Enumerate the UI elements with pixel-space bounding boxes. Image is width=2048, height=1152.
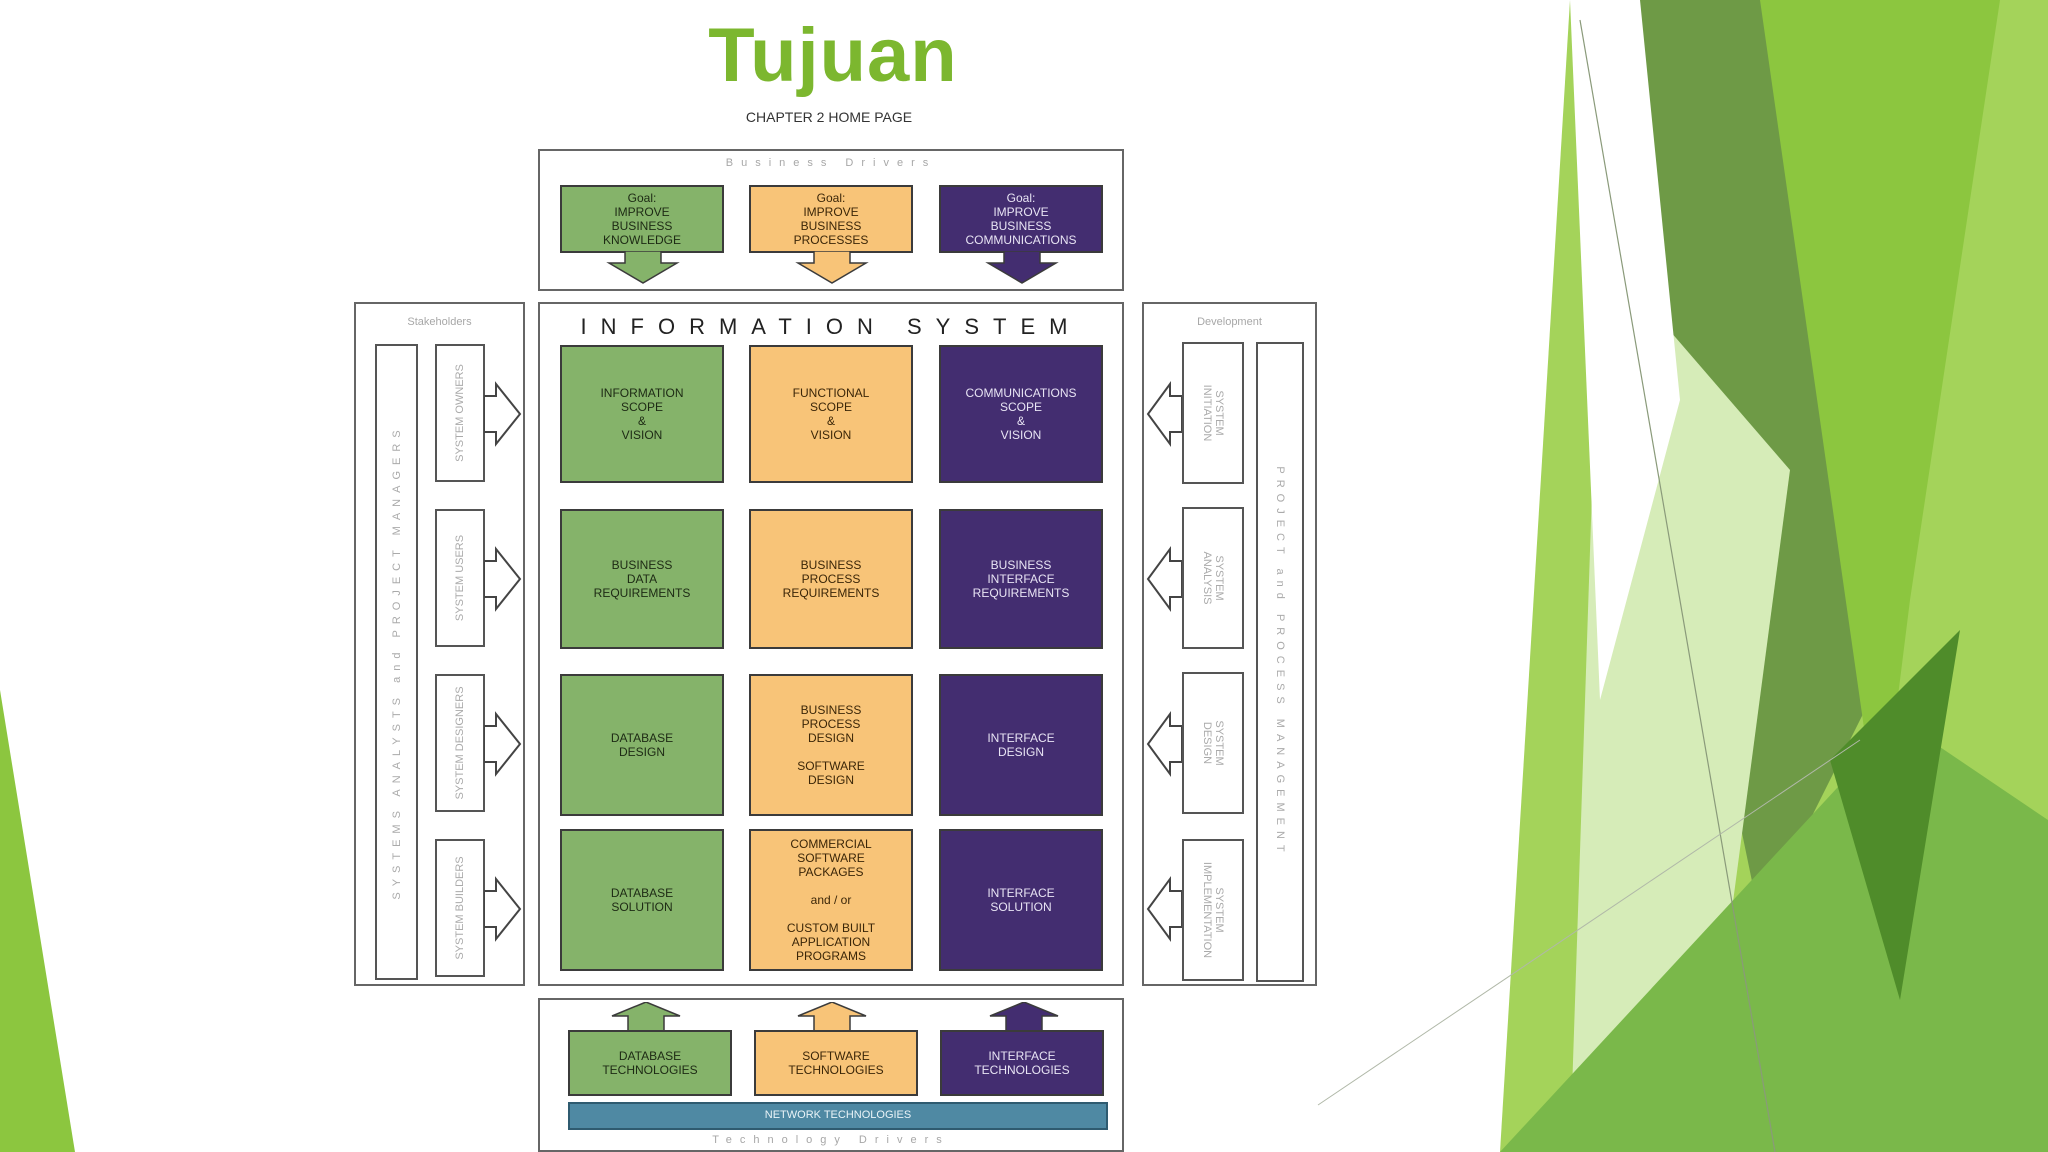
thin-line-1	[1579, 19, 1776, 1152]
arrow-right-icon	[484, 546, 522, 612]
technology-drivers-label: Technology Drivers	[712, 1134, 950, 1146]
goal-knowledge: Goal: IMPROVE BUSINESS KNOWLEDGE	[560, 185, 724, 253]
is-cell: BUSINESS INTERFACE REQUIREMENTS	[939, 509, 1103, 649]
is-cell: DATABASE DESIGN	[560, 674, 724, 816]
business-drivers-label: Business Drivers	[725, 157, 937, 169]
role-label: SYSTEM USERS	[454, 534, 466, 622]
right-panel-white	[1570, 0, 1680, 700]
tech-arrows	[611, 1002, 1059, 1032]
development-arrows	[1146, 380, 1183, 943]
phase-box: SYSTEM IMPLEMENTATION	[1182, 839, 1244, 981]
stakeholders-side-label: SYSTEMS ANALYSTS and PROJECT MANAGERS	[390, 424, 403, 900]
stakeholder-arrows	[484, 381, 522, 942]
development-panel: Development SYSTEM INITIATION SYSTEM ANA…	[1142, 302, 1317, 986]
is-cell: BUSINESS DATA REQUIREMENTS	[560, 509, 724, 649]
role-box: SYSTEM OWNERS	[435, 344, 485, 482]
tech-database: DATABASE TECHNOLOGIES	[568, 1030, 732, 1096]
role-label: SYSTEM OWNERS	[454, 364, 466, 462]
is-cell: COMMUNICATIONS SCOPE & VISION	[939, 345, 1103, 483]
is-cell: BUSINESS PROCESS REQUIREMENTS	[749, 509, 913, 649]
stakeholders-panel: Stakeholders SYSTEMS ANALYSTS and PROJEC…	[354, 302, 525, 986]
arrow-right-icon	[484, 876, 522, 942]
development-side-box: PROJECT and PROCESS MANAGEMENT	[1256, 342, 1304, 982]
role-box: SYSTEM USERS	[435, 509, 485, 647]
is-cell: BUSINESS PROCESS DESIGN SOFTWARE DESIGN	[749, 674, 913, 816]
development-label: Development	[1197, 316, 1262, 328]
arrow-down-icon	[985, 251, 1059, 284]
role-label: SYSTEM DESIGNERS	[454, 686, 466, 800]
goal-arrows	[606, 251, 1059, 284]
phase-label: SYSTEM DESIGN	[1201, 720, 1225, 766]
arrow-left-icon	[1146, 380, 1183, 448]
arrow-left-icon	[1146, 710, 1183, 778]
stakeholders-label: Stakeholders	[407, 316, 472, 328]
stakeholders-side-box: SYSTEMS ANALYSTS and PROJECT MANAGERS	[375, 344, 418, 980]
arrow-up-icon	[797, 1002, 867, 1032]
arrow-right-icon	[484, 381, 522, 447]
technology-drivers-panel: DATABASE TECHNOLOGIES SOFTWARE TECHNOLOG…	[538, 998, 1124, 1152]
is-cell: INTERFACE DESIGN	[939, 674, 1103, 816]
goal-processes: Goal: IMPROVE BUSINESS PROCESSES	[749, 185, 913, 253]
right-panel-deep	[1830, 630, 1960, 1000]
phase-box: SYSTEM INITIATION	[1182, 342, 1244, 484]
information-system-label: INFORMATION SYSTEM	[580, 314, 1082, 339]
tech-software: SOFTWARE TECHNOLOGIES	[754, 1030, 918, 1096]
arrow-up-icon	[611, 1002, 681, 1032]
arrow-down-icon	[795, 251, 869, 284]
role-label: SYSTEM BUILDERS	[454, 856, 466, 960]
slide-title: Tujuan	[708, 13, 958, 98]
phase-box: SYSTEM DESIGN	[1182, 672, 1244, 814]
goal-communications: Goal: IMPROVE BUSINESS COMMUNICATIONS	[939, 185, 1103, 253]
business-drivers-panel: Business Drivers Goal: IMPROVE BUSINESS …	[538, 149, 1124, 291]
phase-label: SYSTEM ANALYSIS	[1201, 551, 1225, 605]
arrow-left-icon	[1146, 545, 1183, 613]
phase-box: SYSTEM ANALYSIS	[1182, 507, 1244, 649]
tech-interface: INTERFACE TECHNOLOGIES	[940, 1030, 1104, 1096]
development-side-label: PROJECT and PROCESS MANAGEMENT	[1274, 466, 1286, 858]
is-cell: INTERFACE SOLUTION	[939, 829, 1103, 971]
role-box: SYSTEM DESIGNERS	[435, 674, 485, 812]
is-cell: INFORMATION SCOPE & VISION	[560, 345, 724, 483]
is-cell: FUNCTIONAL SCOPE & VISION	[749, 345, 913, 483]
left-green-stripe	[0, 690, 75, 1152]
phase-label: SYSTEM IMPLEMENTATION	[1201, 861, 1225, 959]
thin-line-2	[1317, 739, 1861, 1106]
is-cell: DATABASE SOLUTION	[560, 829, 724, 971]
role-box: SYSTEM BUILDERS	[435, 839, 485, 977]
right-panel-mid	[1760, 0, 2000, 840]
slide-subtitle: CHAPTER 2 HOME PAGE	[745, 109, 913, 125]
phase-label: SYSTEM INITIATION	[1201, 384, 1225, 442]
is-cell: COMMERCIAL SOFTWARE PACKAGES and / or CU…	[749, 829, 913, 971]
arrow-down-icon	[606, 251, 680, 284]
arrow-left-icon	[1146, 875, 1183, 943]
arrow-right-icon	[484, 711, 522, 777]
arrow-up-icon	[989, 1002, 1059, 1032]
network-technologies-bar: NETWORK TECHNOLOGIES	[568, 1102, 1108, 1130]
information-system-panel: INFORMATION SYSTEM INFORMATION SCOPE & V…	[538, 302, 1124, 986]
